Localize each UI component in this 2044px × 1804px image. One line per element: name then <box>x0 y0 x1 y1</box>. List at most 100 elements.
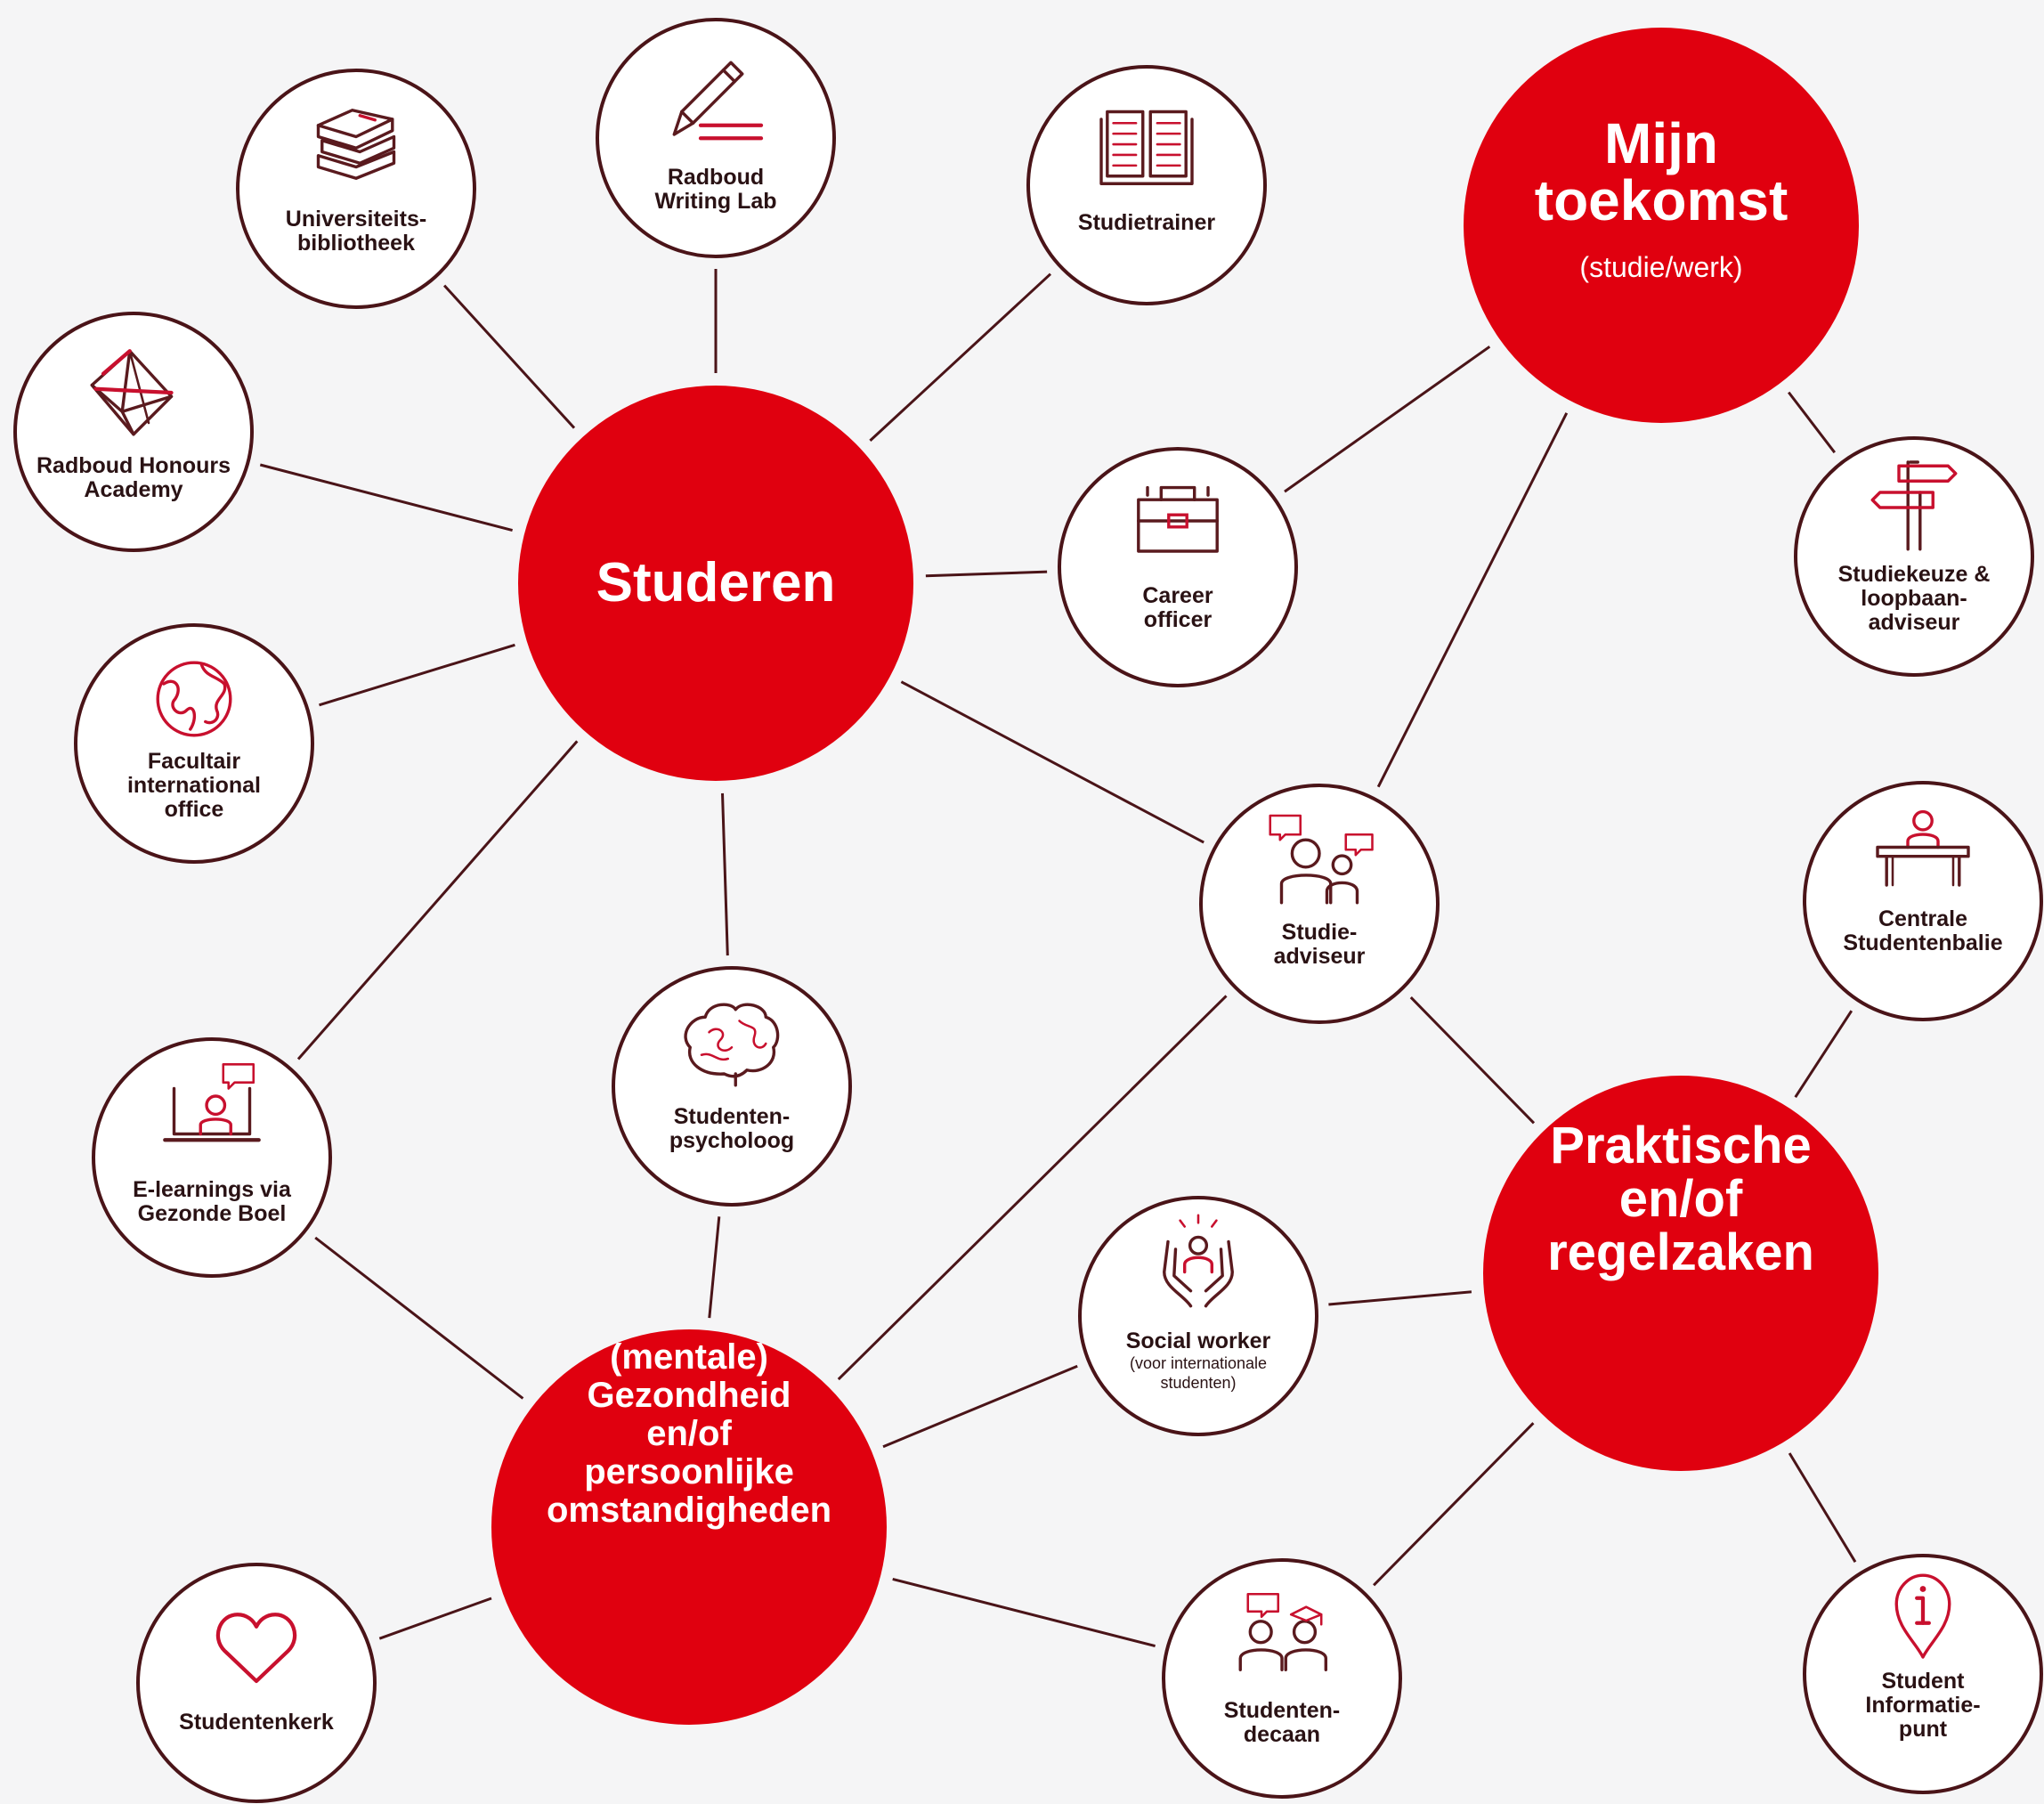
node-label-studiekeuze: adviseur <box>1869 610 1960 635</box>
connection-line-studeren-career <box>925 570 1048 578</box>
connection-line-studeren-studietrainer <box>869 272 1052 443</box>
connection-line-gezondheid-decaan <box>892 1577 1156 1648</box>
node-label-studieadviseur: adviseur <box>1274 944 1366 969</box>
hub-circle-toekomst <box>1464 28 1859 423</box>
connection-line-praktisch-informatiepunt <box>1788 1452 1857 1563</box>
node-studiekeuze: Studiekeuze &loopbaan-adviseur <box>1794 436 2034 677</box>
connection-line-studieadviseur-gezondheid <box>837 995 1228 1381</box>
hub-studeren: Studeren <box>518 386 913 781</box>
laptop-person-icon <box>163 1063 261 1142</box>
polyhedron-icon <box>90 349 174 436</box>
node-label-career: Career <box>1142 583 1213 608</box>
node-sublabel-socialworker: (voor internationale <box>1130 1354 1267 1372</box>
connection-line-studeren-international <box>319 643 515 707</box>
hub-label-studeren: Studeren <box>596 552 836 614</box>
hub-gezondheid: (mentale)Gezondheiden/ofpersoonlijkeomst… <box>491 1329 887 1725</box>
hub-label-gezondheid: persoonlijke <box>584 1452 794 1491</box>
node-studentenkerk: Studentenkerk <box>136 1563 377 1803</box>
connection-line-gezondheid-elearning <box>314 1236 524 1400</box>
hub-label-toekomst: toekomst <box>1535 168 1788 232</box>
node-label-honours: Radboud Honours <box>36 453 231 478</box>
connection-line-toekomst-studiekeuze <box>1788 391 1836 454</box>
connection-line-studeren-honours <box>259 463 513 532</box>
hub-label-gezondheid: (mentale) <box>610 1337 768 1377</box>
open-book-icon <box>1099 110 1194 185</box>
node-decaan: Studenten-decaan <box>1162 1558 1402 1799</box>
connection-line-studeren-elearning <box>296 740 579 1060</box>
node-circle-psycholoog <box>612 966 852 1207</box>
briefcase-icon <box>1137 485 1219 553</box>
node-label-decaan: decaan <box>1244 1722 1320 1747</box>
node-label-decaan: Studenten- <box>1224 1698 1341 1723</box>
connection-line-praktisch-socialworker <box>1328 1290 1472 1306</box>
node-label-studentenkerk: Studentenkerk <box>179 1710 334 1735</box>
node-circle-decaan <box>1162 1558 1402 1799</box>
node-label-writinglab: Writing Lab <box>654 189 776 214</box>
hands-person-icon <box>1163 1214 1234 1308</box>
hub-label-gezondheid: omstandigheden <box>547 1491 831 1530</box>
node-sublabel-socialworker: studenten) <box>1160 1374 1236 1392</box>
pencil-icon <box>672 61 764 141</box>
node-bibliotheek: Universiteits-bibliotheek <box>236 69 476 309</box>
connection-line-studeren-bibliotheek <box>442 284 576 429</box>
node-circle-studiekeuze <box>1794 436 2034 677</box>
node-label-studiekeuze: Studiekeuze & <box>1838 562 1991 587</box>
hub-circle-praktisch <box>1483 1076 1878 1471</box>
connection-line-praktisch-decaan <box>1373 1422 1535 1587</box>
node-label-psycholoog: psycholoog <box>669 1128 794 1153</box>
node-circle-studietrainer <box>1026 65 1267 305</box>
node-label-elearning: E-learnings via <box>133 1177 292 1202</box>
hub-circle-gezondheid <box>491 1329 887 1725</box>
desk-icon <box>1876 809 1970 887</box>
node-psycholoog: Studenten-psycholoog <box>612 966 852 1207</box>
node-circle-studieadviseur <box>1199 784 1440 1024</box>
books-icon <box>316 109 396 180</box>
node-socialworker: Social worker(voor internationale student… <box>1078 1196 1318 1436</box>
connection-line-gezondheid-studentenkerk <box>378 1597 492 1640</box>
node-label-elearning: Gezonde Boel <box>138 1201 287 1226</box>
node-studieadviseur: Studie-adviseur <box>1199 784 1440 1024</box>
hub-label-praktisch: regelzaken <box>1547 1223 1814 1281</box>
node-label-international: international <box>127 773 261 798</box>
hub-circle-studeren <box>518 386 913 781</box>
connection-lines <box>259 269 1857 1648</box>
connection-line-studieadviseur-praktisch <box>1409 996 1536 1125</box>
node-label-centrale: Centrale <box>1878 906 1967 931</box>
hub-label-toekomst: Mijn <box>1604 111 1718 175</box>
connection-line-praktisch-centrale <box>1794 1010 1853 1099</box>
connection-line-toekomst-studieadviseur <box>1376 412 1569 788</box>
node-circle-centrale <box>1803 781 2043 1021</box>
node-label-socialworker: Social worker <box>1126 1329 1271 1353</box>
conversation-icon <box>1269 814 1374 905</box>
node-studietrainer: Studietrainer <box>1026 65 1267 305</box>
node-circle-international <box>74 623 314 864</box>
node-label-international: Facultair <box>148 749 240 774</box>
connection-line-studeren-studieadviseur <box>900 680 1204 844</box>
node-label-studietrainer: Studietrainer <box>1078 210 1215 235</box>
hub-label-gezondheid: Gezondheid <box>588 1376 791 1415</box>
hub-sublabel-toekomst: (studie/werk) <box>1579 251 1742 283</box>
graduate-conversation-icon <box>1238 1592 1328 1671</box>
node-circle-career <box>1058 447 1298 687</box>
connection-line-toekomst-career <box>1284 345 1491 493</box>
info-pin-icon <box>1894 1573 1951 1659</box>
connection-line-gezondheid-psycholoog <box>708 1216 721 1319</box>
node-circle-informatiepunt <box>1803 1554 2043 1794</box>
node-label-informatiepunt: Student <box>1881 1669 1965 1694</box>
node-label-writinglab: Radboud <box>668 165 764 190</box>
hub-label-praktisch: Praktische <box>1550 1117 1811 1174</box>
node-circle-bibliotheek <box>236 69 476 309</box>
node-label-informatiepunt: Informatie- <box>1865 1693 1980 1718</box>
signpost-icon <box>1870 460 1958 551</box>
node-label-honours: Academy <box>84 477 182 502</box>
node-label-psycholoog: Studenten- <box>674 1104 791 1129</box>
